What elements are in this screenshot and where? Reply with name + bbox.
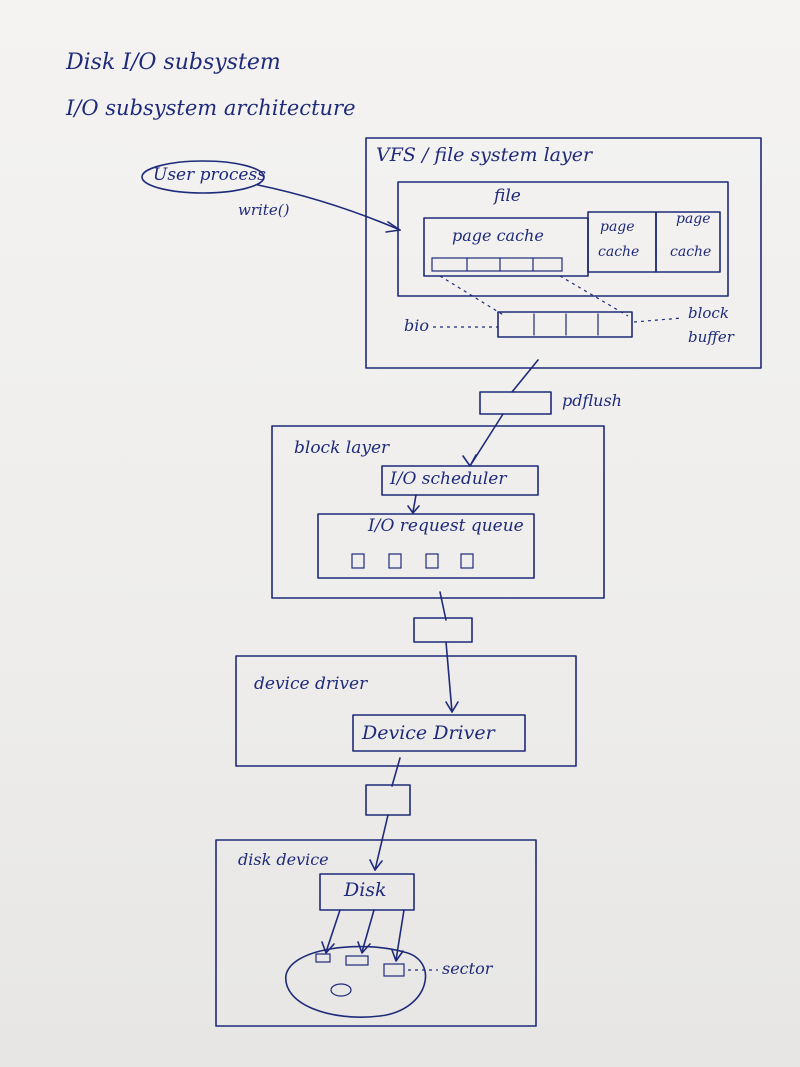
io-request-queue-label: I/O request queue [368, 516, 524, 536]
queue-slot-2 [388, 553, 402, 569]
device-driver-layer-box [235, 655, 577, 767]
vfs-layer-box [365, 137, 762, 369]
cache-buffer-link-right [559, 275, 629, 317]
block-buffer-label-a: block [688, 304, 729, 322]
platter-spindle [330, 983, 352, 997]
page-title: Disk I/O subsystem [66, 50, 281, 75]
block-buffer-label-b: buffer [688, 328, 734, 346]
device-driver-layer-label: device driver [254, 674, 368, 694]
write-arrow [257, 184, 401, 231]
file-box [397, 181, 729, 297]
bio-label: bio [404, 316, 429, 335]
user-process-label: User process [153, 165, 266, 185]
io-scheduler-box [381, 465, 539, 496]
block-layer-label: block layer [294, 438, 390, 458]
device-driver-box [352, 714, 526, 752]
user-process-node [141, 160, 265, 194]
block-device-connector [413, 617, 473, 643]
sector-label: sector [442, 959, 493, 978]
driver-to-connector-line [391, 757, 401, 787]
block-layer-box [271, 425, 605, 599]
disk-platter [285, 945, 427, 1018]
queue-slot-3 [425, 553, 439, 569]
scheduler-to-queue-arrow [412, 494, 417, 513]
write-call-label: write() [238, 201, 290, 219]
file-label: file [494, 186, 521, 206]
driver-disk-connector [365, 784, 411, 816]
cache-buffer-link-left [439, 275, 506, 317]
disk-label: Disk [344, 879, 387, 901]
io-scheduler-label: I/O scheduler [390, 469, 507, 489]
page-cache-2-label-b: cache [598, 244, 640, 260]
block-buffer-pointer [633, 317, 683, 323]
write-arrowhead [385, 221, 401, 233]
page-cache-3-box [655, 211, 721, 273]
page-cache-3-label-b: cache [670, 244, 712, 260]
block-buffer-box [497, 311, 633, 338]
disk-device-layer-box [215, 839, 537, 1027]
vfs-layer-label: VFS / file system layer [376, 144, 593, 166]
page-subtitle: I/O subsystem architecture [66, 96, 356, 120]
sector-3 [383, 963, 405, 977]
disk-box [319, 873, 415, 911]
page-cache-slots [431, 257, 563, 272]
block-to-connector-line [439, 591, 447, 621]
sector-2 [345, 955, 369, 966]
disk-read-arrow-1 [325, 909, 341, 953]
pdflush-box [479, 391, 552, 415]
pdflush-label: pdflush [562, 391, 622, 410]
page-cache-main-label: page cache [452, 226, 544, 245]
page-cache-2-label-a: page [600, 219, 635, 235]
queue-slot-1 [351, 553, 365, 569]
disk-read-arrow-3 [395, 909, 405, 961]
page-cache-3-label-a: page [676, 211, 711, 227]
disk-device-layer-label: disk device [238, 850, 329, 869]
queue-slot-4 [460, 553, 474, 569]
sector-1 [315, 953, 331, 963]
connector-to-driver-arrow [445, 641, 453, 713]
disk-read-arrow-2 [361, 909, 375, 953]
connector-to-disk-arrow [374, 814, 389, 871]
io-request-queue-box [317, 513, 535, 579]
device-driver-label: Device Driver [362, 722, 495, 744]
vfs-to-pdflush-line [511, 359, 539, 393]
